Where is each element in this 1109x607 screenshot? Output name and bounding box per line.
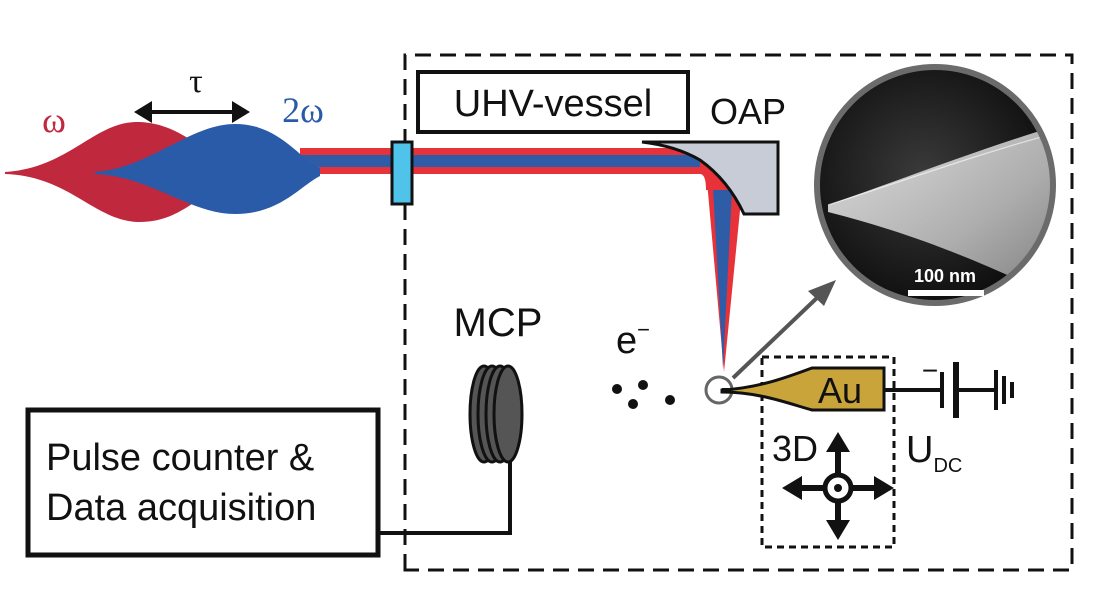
delay-arrow [134,101,250,123]
translation-arrows-icon [782,432,894,540]
au-tip [720,366,886,412]
uhv-vessel-box [416,70,690,134]
sem-inset: 100 nm [814,64,1056,306]
signal-cable [378,462,512,535]
daq-line-2: Data acquisition [46,487,316,529]
voltage-label: UDC [906,429,962,477]
oap-mirror [641,140,780,216]
electron-label: e− [616,317,650,362]
entrance-window [390,140,414,206]
uhv-vessel-boundary [403,53,1074,572]
au-label: Au [818,370,862,411]
omega-label: ω [42,100,66,140]
zoom-arrow [731,280,836,380]
dc-voltage-source [884,362,1014,418]
mcp-label: MCP [454,301,543,345]
electrons [612,380,675,409]
daq-box [25,407,381,558]
omega2-label: 2ω [282,90,324,130]
3d-stage-box [760,355,896,549]
mcp-detector [468,364,524,464]
sem-scale-bar [908,290,984,296]
3d-label: 3D [772,428,818,469]
omega2-pulse [95,124,320,214]
two-color-pulses [5,121,320,222]
delay-label: τ [189,63,203,100]
oap-label: OAP [710,91,786,132]
uhv-vessel-label: UHV-vessel [454,83,653,125]
voltage-minus-sign: − [922,355,938,386]
sem-scale-label: 100 nm [914,266,976,286]
daq-line-1: Pulse counter & [46,437,314,479]
